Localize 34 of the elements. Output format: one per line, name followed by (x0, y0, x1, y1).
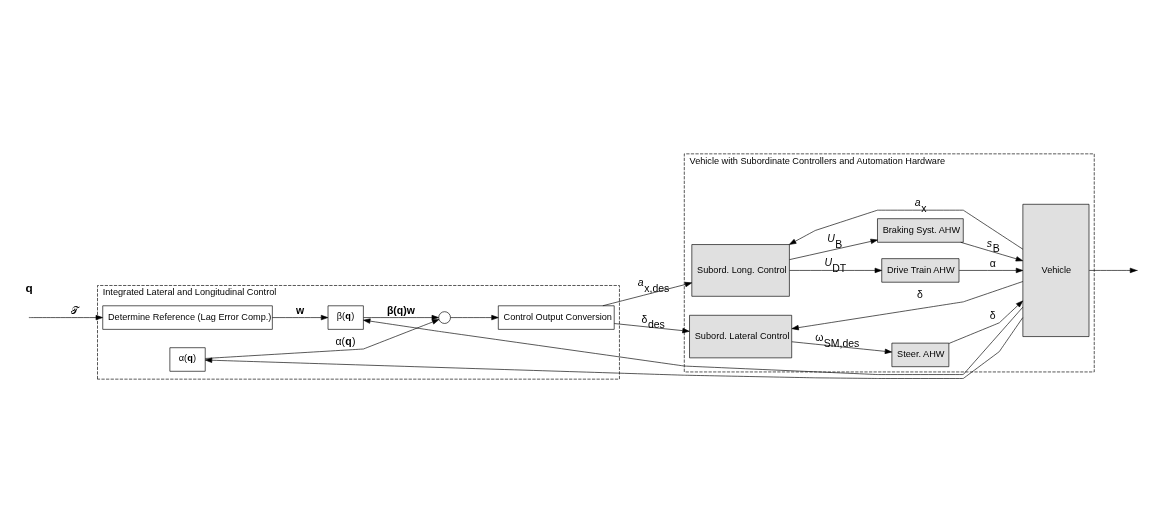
edge-label: 𝒯 (70, 304, 79, 316)
arrow (948, 300, 1024, 344)
arrow (791, 340, 892, 354)
node-circle (438, 310, 451, 324)
node-box: α(q) (169, 346, 206, 372)
arrow (272, 314, 329, 320)
edge-label: δ (917, 288, 923, 300)
edge-label: w (295, 304, 305, 316)
node-box: Determine Reference (Lag Error Comp.) (102, 304, 273, 330)
edge-label: δ (989, 309, 996, 321)
arrow (204, 316, 1024, 379)
arrow (205, 318, 440, 359)
arrow (450, 314, 499, 320)
node-box: Braking Syst. AHW (877, 217, 964, 243)
arrow (602, 281, 693, 306)
node-box: Subord. Long. Control (691, 243, 790, 297)
node-box: Control Output Conversion (497, 304, 615, 330)
arrow (789, 238, 878, 260)
arrow (614, 322, 690, 333)
arrow (29, 314, 103, 320)
edge-label: β(q)w (386, 304, 415, 316)
arrow (958, 267, 1024, 273)
edge-label: α (989, 257, 996, 269)
arrow (791, 280, 1024, 330)
arrow (363, 314, 439, 320)
node-box: Drive Train AHW (881, 257, 960, 283)
arrow (960, 241, 1023, 261)
edge-label: α(q) (335, 335, 356, 347)
arrow (789, 209, 1024, 249)
node-box: β(q) (327, 304, 364, 330)
node-box: Vehicle (1022, 203, 1090, 337)
node-box: Steer. AHW (891, 342, 950, 367)
label: q (25, 280, 33, 294)
node-box: Subord. Lateral Control (689, 314, 792, 358)
